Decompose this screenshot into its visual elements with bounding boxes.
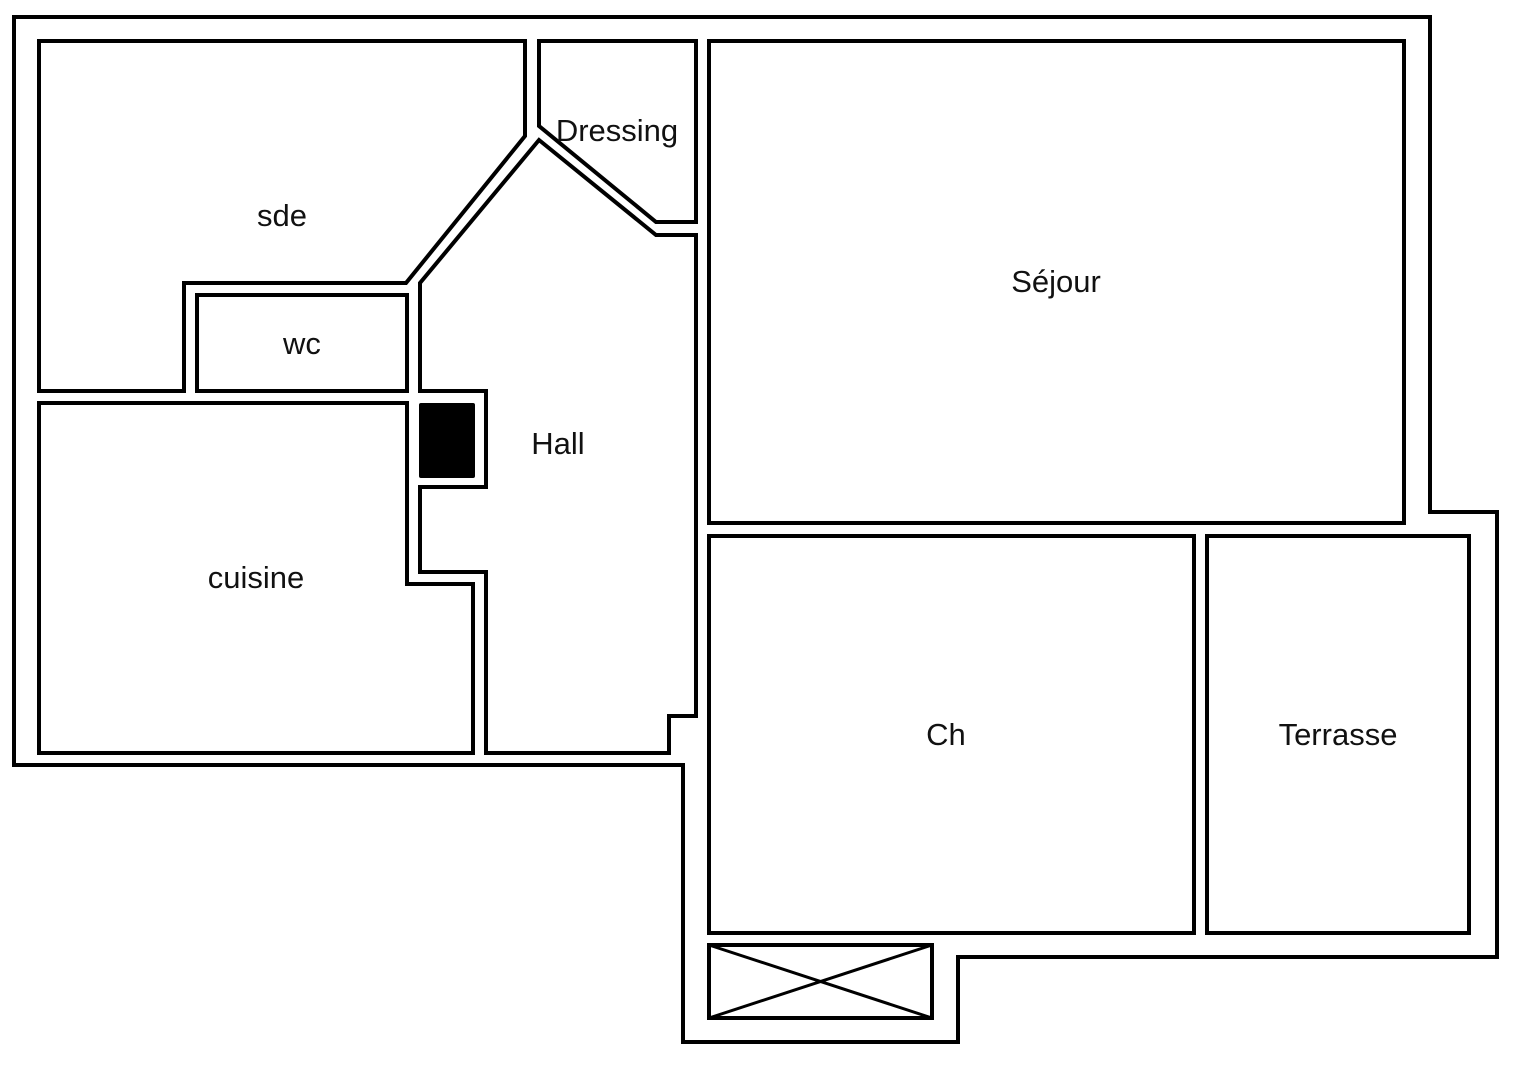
exterior-wall	[12, 15, 1499, 1044]
column-pillar-icon	[419, 403, 475, 478]
room-label-hall: Hall	[531, 426, 584, 461]
room-label-ch: Ch	[926, 717, 966, 752]
room-cuisine-outline	[37, 401, 475, 755]
room-ch-outline	[707, 534, 1196, 935]
room-label-wc: wc	[282, 326, 321, 361]
room-sejour-outline	[707, 39, 1406, 525]
room-label-sde: sde	[257, 198, 307, 233]
room-wc-outline	[195, 293, 409, 393]
room-label-sejour: Séjour	[1011, 264, 1101, 299]
room-terrasse-outline	[1205, 534, 1471, 935]
room-hall-outline	[418, 137, 698, 755]
room-sde-outline	[37, 39, 527, 393]
room-label-terrasse: Terrasse	[1279, 717, 1398, 752]
room-label-cuisine: cuisine	[208, 560, 305, 595]
room-label-dressing: Dressing	[556, 113, 678, 148]
room-dressing-outline	[537, 39, 698, 224]
shaft-crossed-box-icon	[707, 943, 934, 1020]
